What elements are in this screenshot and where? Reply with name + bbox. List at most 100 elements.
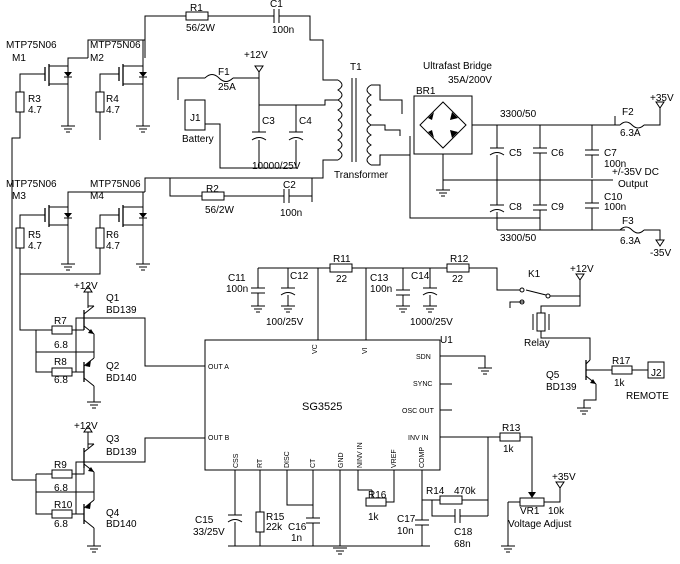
label-minus-35v: -35V — [650, 248, 671, 259]
label-c13-value: 100n — [370, 284, 392, 295]
label-r17: R17 — [612, 356, 631, 367]
label-r15-value: 22k — [266, 522, 283, 533]
label-c17: C17 — [397, 514, 416, 525]
label-m4-type: MTP75N06 — [90, 179, 141, 190]
label-j1: J1 — [190, 113, 201, 124]
label-r14: R14 — [426, 486, 445, 497]
label-c18: C18 — [454, 527, 473, 538]
label-f2: F2 — [622, 107, 634, 118]
label-c3: C3 — [262, 116, 275, 127]
label-q3: Q3 — [106, 434, 120, 445]
label-r4-value: 4.7 — [106, 105, 120, 116]
label-c10-value: 100n — [604, 202, 626, 213]
label-12v-q1: +12V — [74, 281, 98, 292]
label-q4: Q4 — [106, 508, 120, 519]
pin-sdn: SDN — [416, 354, 431, 361]
label-c10: C10 — [604, 192, 623, 203]
label-bridge-1: Ultrafast Bridge — [423, 61, 492, 72]
label-f3: F3 — [622, 216, 634, 227]
label-plus-35v-vr1: +35V — [552, 472, 576, 483]
label-m1: M1 — [12, 53, 26, 64]
resistor-r9-symbol — [51, 469, 73, 479]
label-r3: R3 — [28, 94, 41, 105]
pin-rt: RT — [257, 458, 264, 468]
label-q3-value: BD139 — [106, 447, 137, 458]
supply-arrow-12v — [254, 65, 264, 73]
bridge-rectifier-br1 — [413, 95, 540, 155]
transistor-q3 — [83, 443, 95, 473]
resistor-r3-symbol — [15, 91, 25, 113]
label-q2-value: BD140 — [106, 373, 137, 384]
pin-ct: CT — [310, 458, 317, 468]
label-c14-value: 1000/25V — [410, 317, 453, 328]
label-m4: M4 — [90, 191, 104, 202]
label-f1: F1 — [218, 67, 230, 78]
label-r3-value: 4.7 — [28, 105, 42, 116]
label-c11-value: 100n — [226, 284, 248, 295]
label-j2: J2 — [651, 368, 662, 379]
label-ic-name: SG3525 — [302, 401, 342, 413]
resistor-r6-symbol — [95, 227, 105, 249]
label-output: Output — [618, 179, 648, 190]
label-battery: Battery — [182, 134, 214, 145]
label-c15: C15 — [195, 515, 214, 526]
resistor-r14-symbol — [439, 495, 463, 505]
label-q5: Q5 — [546, 370, 560, 381]
label-r12-value: 22 — [452, 274, 464, 285]
label-12v-relay: +12V — [570, 264, 594, 275]
ic-sg3525-body — [204, 339, 441, 471]
relay-coil — [536, 312, 546, 332]
label-m2-type: MTP75N06 — [90, 40, 141, 51]
potentiometer-vr1 — [501, 481, 565, 553]
label-r5: R5 — [28, 230, 41, 241]
label-m3-type: MTP75N06 — [6, 179, 57, 190]
label-c16: C16 — [288, 522, 307, 533]
label-r7: R7 — [54, 316, 67, 327]
label-r17-value: 1k — [614, 378, 626, 389]
label-q2: Q2 — [106, 361, 120, 372]
label-t1: T1 — [350, 62, 362, 73]
label-c2: C2 — [283, 180, 296, 191]
label-vr1: VR1 — [520, 506, 540, 517]
connector-j2 — [647, 361, 665, 379]
label-r7-value: 6.8 — [54, 340, 68, 351]
label-r9: R9 — [54, 460, 67, 471]
pin-gnd: GND — [338, 452, 345, 468]
label-k1: K1 — [528, 269, 541, 280]
label-r13: R13 — [502, 423, 521, 434]
pin-css: CSS — [233, 453, 240, 468]
pin-vc: VC — [312, 344, 319, 354]
pin-comp: COMP — [419, 447, 426, 468]
resistor-r15-symbol — [255, 511, 265, 533]
label-12v-top: +12V — [244, 50, 268, 61]
label-r10-value: 6.8 — [54, 519, 68, 530]
relay-k1 — [509, 273, 591, 360]
label-r16-value: 1k — [368, 512, 380, 523]
pin-osc-out: OSC OUT — [402, 408, 435, 415]
resistor-r4-symbol — [95, 91, 105, 113]
label-c8: C8 — [509, 202, 522, 213]
label-m1-type: MTP75N06 — [6, 40, 57, 51]
label-r14-value: 470k — [454, 486, 477, 497]
label-r2: R2 — [206, 184, 219, 195]
resistor-r10-symbol — [51, 509, 73, 519]
label-c11: C11 — [228, 273, 246, 284]
pin-disc: DISC — [284, 451, 291, 468]
pin-out-b: OUT B — [208, 435, 230, 442]
label-c15-value: 33/25V — [193, 527, 225, 538]
label-c2-value: 100n — [280, 208, 302, 219]
label-voltage-adjust: Voltage Adjust — [508, 519, 572, 530]
resistor-r12-symbol — [446, 263, 470, 273]
label-r8-value: 6.8 — [54, 375, 68, 386]
mosfet-m4 — [118, 192, 147, 260]
label-cap-3300-bottom: 3300/50 — [500, 233, 537, 244]
label-m3: M3 — [12, 191, 26, 202]
pin-sync: SYNC — [413, 381, 432, 388]
transistor-q2 — [83, 357, 95, 387]
label-c18-value: 68n — [454, 539, 471, 550]
label-r13-value: 1k — [503, 444, 515, 455]
label-r10: R10 — [54, 500, 73, 511]
label-remote: REMOTE — [626, 391, 669, 402]
pin-ninv-in: NINV IN — [357, 442, 364, 468]
